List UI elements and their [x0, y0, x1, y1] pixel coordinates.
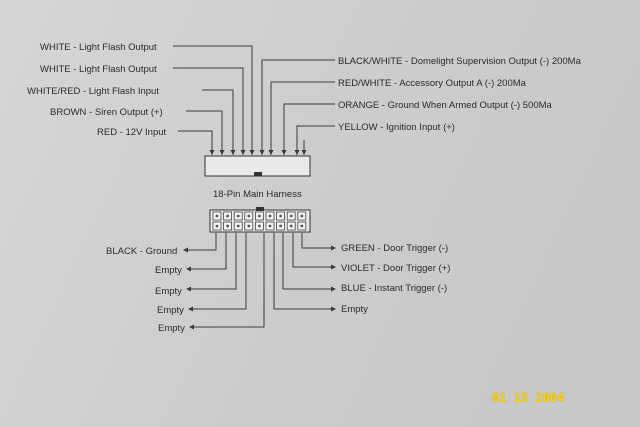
bottom-right-arrow-1 [331, 264, 336, 270]
bottom-left-arrow-1 [186, 266, 191, 272]
bottom-left-arrow-0 [183, 247, 188, 253]
connector-pin-hole [236, 224, 240, 228]
connector-pin-hole [279, 224, 282, 228]
connector-pin-hole [300, 224, 304, 228]
connector-pin-hole [279, 214, 282, 218]
connector-pin-hole [247, 224, 251, 228]
bottom-left-label-4: Empty [158, 323, 185, 334]
top-right-label-2: ORANGE - Ground When Armed Output (-) 50… [338, 100, 553, 111]
bottom-right-wire-3 [273, 233, 331, 310]
connector-pin-hole [226, 214, 230, 218]
connector-pin-hole [247, 214, 251, 218]
top-right-arrow-3 [294, 150, 300, 155]
connector-pin-hole [268, 214, 272, 218]
bottom-left-label-1: Empty [155, 265, 182, 276]
top-connector-latch [254, 172, 262, 176]
bottom-right-wire-1 [292, 233, 331, 268]
top-connector [204, 155, 311, 177]
bottom-right-wire-0 [301, 233, 331, 249]
wires [173, 45, 336, 330]
top-right-arrow-1 [268, 150, 274, 155]
top-right-wire-0 [261, 59, 335, 155]
bottom-right-arrow-0 [331, 245, 336, 251]
bottom-left-label-0: BLACK - Ground [106, 246, 177, 257]
bottom-connector [209, 207, 311, 233]
top-right-wire-1 [270, 81, 335, 155]
bottom-right-label-0: GREEN - Door Trigger (-) [341, 243, 448, 254]
bottom-left-wire-2 [191, 233, 237, 290]
top-left-wire-4 [178, 130, 213, 155]
top-left-arrow-2 [230, 150, 236, 155]
bottom-left-arrow-3 [188, 306, 193, 312]
top-left-wire-0 [173, 45, 253, 155]
top-left-wire-2 [202, 89, 234, 155]
top-left-label-3: BROWN - Siren Output (+) [50, 107, 163, 118]
bottom-left-wire-4 [194, 233, 265, 328]
top-right-label-1: RED/WHITE - Accessory Output A (-) 200Ma [338, 78, 527, 89]
top-left-label-2: WHITE/RED - Light Flash Input [27, 86, 159, 97]
top-right-wire-3 [296, 125, 335, 155]
top-left-wire-3 [186, 110, 223, 155]
top-left-arrow-4 [209, 150, 215, 155]
top-right-arrow-0 [259, 150, 265, 155]
bottom-right-label-1: VIOLET - Door Trigger (+) [341, 263, 450, 274]
harness-caption: 18-Pin Main Harness [213, 189, 302, 200]
top-left-label-1: WHITE - Light Flash Output [40, 64, 157, 75]
connector-pin-hole [215, 224, 219, 228]
top-right-wire-2 [283, 103, 335, 155]
top-right-arrow-2 [281, 150, 287, 155]
bottom-right-label-2: BLUE - Instant Trigger (-) [341, 283, 447, 294]
top-right-label-3: YELLOW - Ignition Input (+) [338, 122, 455, 133]
connector-pin-hole [226, 224, 230, 228]
top-left-arrow-3 [219, 150, 225, 155]
bottom-right-label-3: Empty [341, 304, 368, 315]
bottom-left-wire-0 [188, 233, 217, 251]
connector-pin-hole [289, 224, 293, 228]
bottom-left-label-3: Empty [157, 305, 184, 316]
top-left-wire-1 [173, 67, 244, 155]
connector-pin-hole [289, 214, 293, 218]
connector-pin-hole [258, 224, 261, 228]
top-left-arrow-0 [249, 150, 255, 155]
bottom-left-arrow-4 [189, 324, 194, 330]
bottom-left-wire-3 [193, 233, 247, 310]
connector-pin-hole [300, 214, 304, 218]
bottom-connector-latch [256, 207, 264, 211]
bottom-right-arrow-3 [331, 306, 336, 312]
top-left-label-0: WHITE - Light Flash Output [40, 42, 157, 53]
top-left-label-4: RED - 12V Input [97, 127, 167, 138]
connector-pin-hole [258, 214, 261, 218]
bottom-right-arrow-2 [331, 286, 336, 292]
bottom-left-label-2: Empty [155, 286, 182, 297]
bottom-left-arrow-2 [186, 286, 191, 292]
top-filler-arrow-0 [301, 150, 307, 155]
bottom-left-wire-1 [191, 233, 227, 270]
connector-pin-hole [268, 224, 272, 228]
date-stamp: 01 15 2004 [492, 391, 565, 405]
top-left-arrow-1 [240, 150, 246, 155]
connector-pin-hole [236, 214, 240, 218]
connector-pin-hole [215, 214, 219, 218]
top-right-label-0: BLACK/WHITE - Domelight Supervision Outp… [338, 56, 582, 67]
bottom-right-wire-2 [282, 233, 331, 290]
